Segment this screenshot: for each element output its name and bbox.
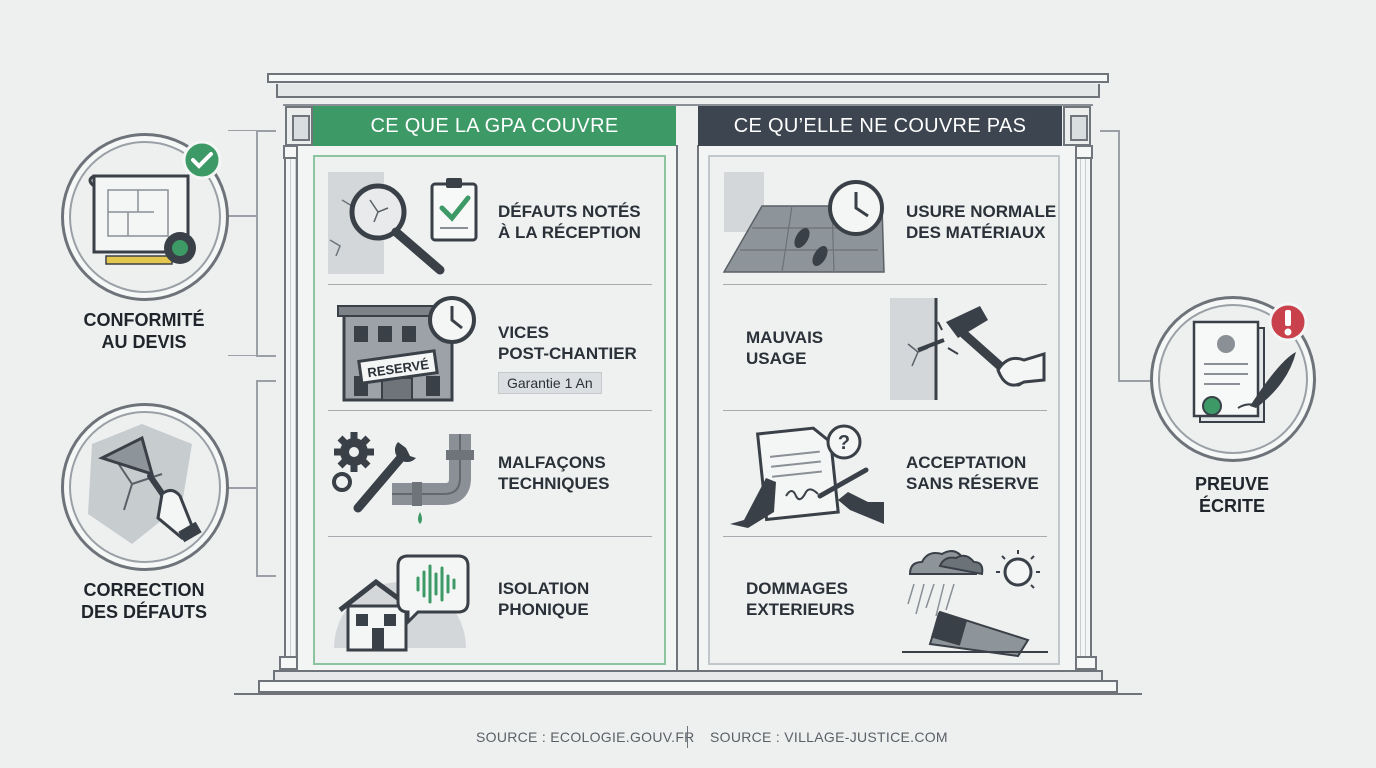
connector-link — [256, 380, 276, 382]
temple-ground-line — [234, 693, 1142, 695]
house-soundwave-icon — [334, 554, 470, 652]
temple-step — [258, 680, 1118, 693]
connector-link — [256, 355, 276, 357]
connector-link — [256, 380, 258, 576]
guarantee-badge: Garantie 1 An — [498, 372, 602, 394]
worn-floor-clock-icon — [722, 172, 885, 273]
temple-step-top — [273, 670, 1103, 681]
storm-sun-debris-icon — [902, 550, 1048, 658]
blueprint-tape-check-icon — [88, 140, 222, 265]
excludes-item-3-title: ACCEPTATION SANS RÉSERVE — [906, 453, 1039, 493]
signing-document-question-icon: ? — [730, 424, 884, 528]
excludes-header: CE QU’ELLE NE COUVRE PAS — [698, 106, 1062, 146]
connector-link — [256, 575, 276, 577]
correction-label: CORRECTION DES DÉFAUTS — [80, 580, 208, 622]
connector-link — [1100, 130, 1120, 132]
covers-item-4-title: ISOLATION PHONIQUE — [498, 579, 590, 619]
connector-link — [256, 130, 276, 132]
source-separator — [687, 726, 688, 748]
excludes-item-2-title: MAUVAIS USAGE — [746, 328, 824, 368]
header-ornament-left — [285, 106, 313, 146]
header-ornament-right — [1063, 106, 1091, 146]
divider — [723, 536, 1047, 537]
cornice-frieze — [276, 84, 1100, 98]
connector-link — [256, 130, 258, 356]
covers-item-1-title: DÉFAUTS NOTÉS À LA RÉCEPTION — [498, 202, 641, 242]
covers-header: CE QUE LA GPA COUVRE — [313, 106, 676, 146]
cornice-top — [267, 73, 1109, 83]
magnifier-crack-checklist-icon — [328, 172, 478, 275]
connector-left-top — [228, 130, 276, 356]
hammer-nail-icon — [890, 298, 1046, 400]
svg-text:?: ? — [838, 432, 850, 454]
building-clock-icon: RESERVÉ — [337, 296, 476, 402]
preuve-label: PREUVE ÉCRITE — [1194, 474, 1270, 516]
excludes-item-1-title: USURE NORMALE DES MATÉRIAUX — [906, 202, 1057, 242]
connector-link — [1118, 130, 1120, 380]
entablature — [283, 98, 1093, 106]
covers-item-2-title: VICES POST-CHANTIER — [498, 323, 637, 363]
certificate-quill-alert-icon — [1192, 302, 1308, 423]
divider — [328, 536, 652, 537]
divider — [723, 284, 1047, 285]
source-village-justice: SOURCE : VILLAGE-JUSTICE.COM — [710, 729, 948, 745]
connector-link — [228, 215, 258, 217]
connector-link — [1118, 380, 1152, 382]
divider — [723, 410, 1047, 411]
conformite-label: CONFORMITÉ AU DEVIS — [83, 310, 205, 352]
trowel-repair-icon — [88, 424, 202, 544]
connector-link — [228, 487, 258, 489]
divider — [328, 410, 652, 411]
covers-item-3-title: MALFAÇONS TECHNIQUES — [498, 453, 610, 493]
divider — [328, 284, 652, 285]
excludes-item-4-title: DOMMAGES EXTERIEURS — [746, 579, 855, 619]
gear-wrench-pipe-icon — [332, 432, 474, 524]
source-ecologie: SOURCE : ECOLOGIE.GOUV.FR — [476, 729, 695, 745]
